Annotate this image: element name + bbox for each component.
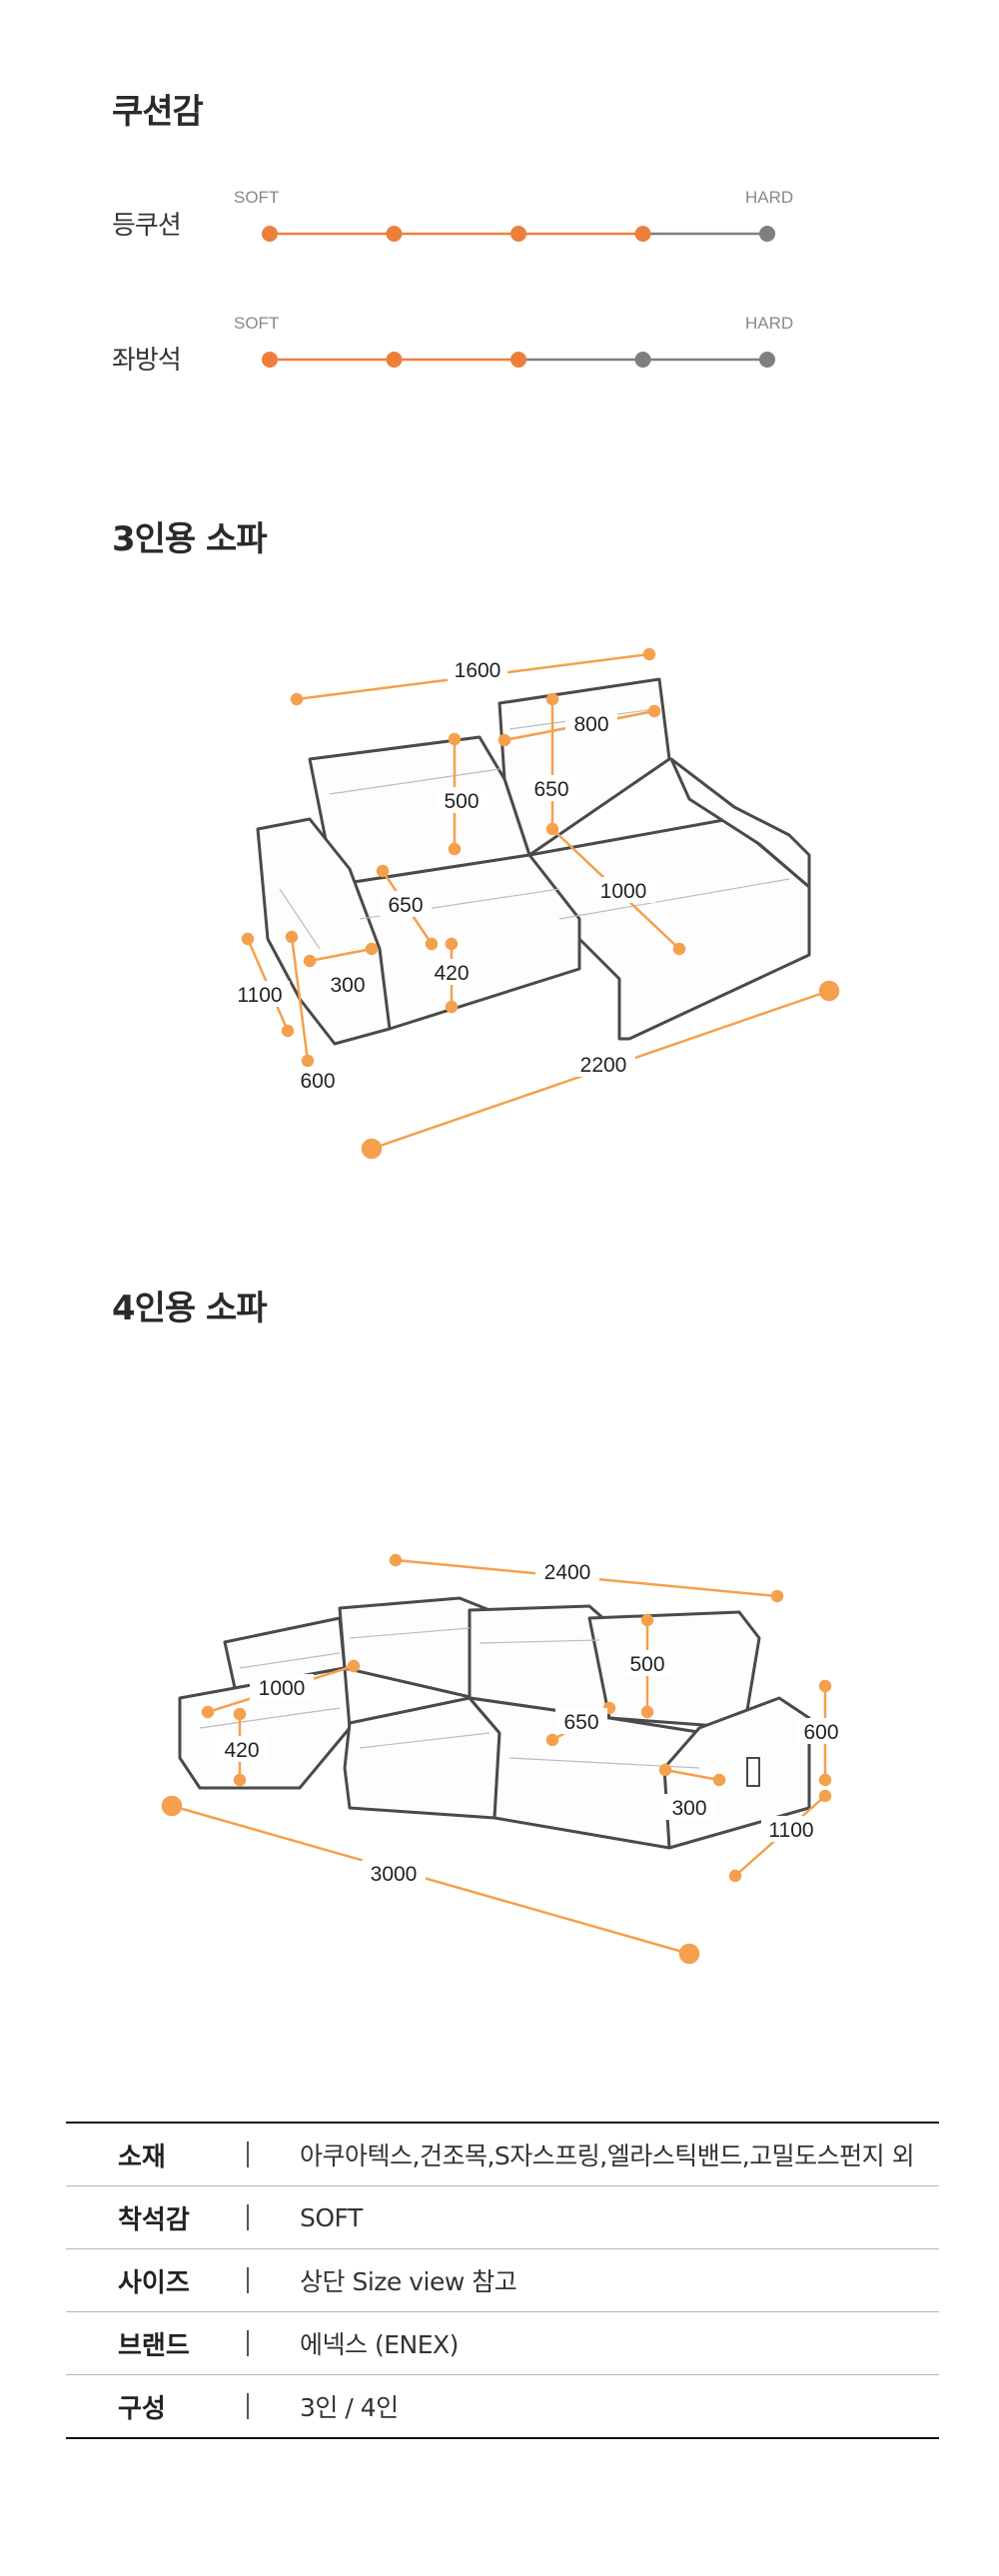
spec-key: 착석감	[118, 2204, 190, 2235]
dim4-total-top: 2400	[544, 1561, 591, 1584]
scale-dot	[262, 226, 278, 242]
spec-row-comfort: 착석감 SOFT	[66, 2186, 939, 2249]
scale-dot	[510, 226, 526, 242]
seat-cushion-label: 좌방석	[112, 346, 182, 376]
seat-soft-label: SOFT	[234, 314, 280, 333]
spec-key: 구성	[118, 2393, 166, 2424]
spec-divider	[247, 2393, 249, 2419]
spec-key: 사이즈	[118, 2267, 190, 2298]
seat-cushion-scale	[262, 352, 775, 368]
spec-key: 브랜드	[118, 2330, 190, 2361]
dim3-arm-width: 300	[330, 974, 365, 997]
dim3-seat-height: 420	[434, 962, 469, 985]
sofa4-title: 4인용 소파	[112, 1288, 268, 1328]
dim4-arm-height: 600	[803, 1721, 838, 1744]
dim3-back-width: 800	[573, 713, 608, 736]
scale-dot	[759, 226, 775, 242]
spec-divider	[247, 2204, 249, 2230]
back-soft-label: SOFT	[234, 188, 280, 207]
dim4-chaise-depth: 1000	[259, 1677, 306, 1700]
dim4-back-height: 500	[629, 1653, 664, 1676]
spec-row-size: 사이즈 상단 Size view 참고	[66, 2249, 939, 2312]
spec-value: 에넥스 (ENEX)	[300, 2330, 459, 2359]
dim4-arm-width: 300	[671, 1797, 706, 1820]
dim3-back-height: 500	[444, 790, 479, 813]
spec-row-material: 소재 아쿠아텍스,건조목,S자스프링,엘라스틱밴드,고밀도스펀지 외	[66, 2124, 939, 2186]
spec-table: 소재 아쿠아텍스,건조목,S자스프링,엘라스틱밴드,고밀도스펀지 외 착석감 S…	[66, 2122, 939, 2439]
spec-value: 3인 / 4인	[300, 2393, 399, 2422]
back-hard-label: HARD	[745, 188, 794, 207]
dim3-depth: 1100	[237, 984, 282, 1007]
spec-value: 상단 Size view 참고	[300, 2267, 517, 2296]
scale-dot	[510, 352, 526, 368]
dim3-arm-depth: 600	[300, 1070, 335, 1093]
dim3-seat-depth: 650	[388, 894, 423, 917]
spec-row-brand: 브랜드 에넥스 (ENEX)	[66, 2312, 939, 2375]
dim4-seat-height: 420	[224, 1739, 259, 1762]
cushion-title: 쿠션감	[112, 92, 204, 132]
dim3-total-width: 2200	[580, 1054, 627, 1077]
scale-dot	[634, 226, 651, 242]
dim4-total-width: 3000	[371, 1863, 418, 1886]
sofa3-title: 3인용 소파	[112, 519, 268, 559]
scale-dot	[759, 352, 775, 368]
scale-dot	[262, 352, 278, 368]
dim4-depth: 1100	[768, 1819, 813, 1842]
spec-row-composition: 구성 3인 / 4인	[66, 2375, 939, 2439]
spec-value: SOFT	[300, 2202, 363, 2232]
spec-value: 아쿠아텍스,건조목,S자스프링,엘라스틱밴드,고밀도스펀지 외	[300, 2142, 915, 2170]
sofa4-dimensions: 2400 500 1000 650 420 600 300 1100 3000	[161, 1553, 847, 1965]
back-cushion-label: 등쿠션	[112, 211, 182, 241]
seat-hard-label: HARD	[745, 314, 794, 333]
dim3-chaise-length: 1000	[600, 880, 647, 903]
dim3-chaise-back: 650	[533, 778, 568, 801]
spec-divider	[247, 2142, 249, 2167]
back-cushion-scale	[262, 226, 775, 242]
dim3-width-top: 1600	[455, 659, 501, 682]
spec-key: 소재	[118, 2142, 166, 2172]
scale-dot	[634, 352, 651, 368]
scale-dot	[386, 352, 403, 368]
spec-divider	[247, 2330, 249, 2356]
scale-dot	[386, 226, 403, 242]
sofa3-dimensions: 1600 800 500 650 1000 650 300 420 1100 6…	[230, 647, 840, 1160]
dim4-seat-depth: 650	[563, 1711, 598, 1734]
spec-divider	[247, 2267, 249, 2293]
